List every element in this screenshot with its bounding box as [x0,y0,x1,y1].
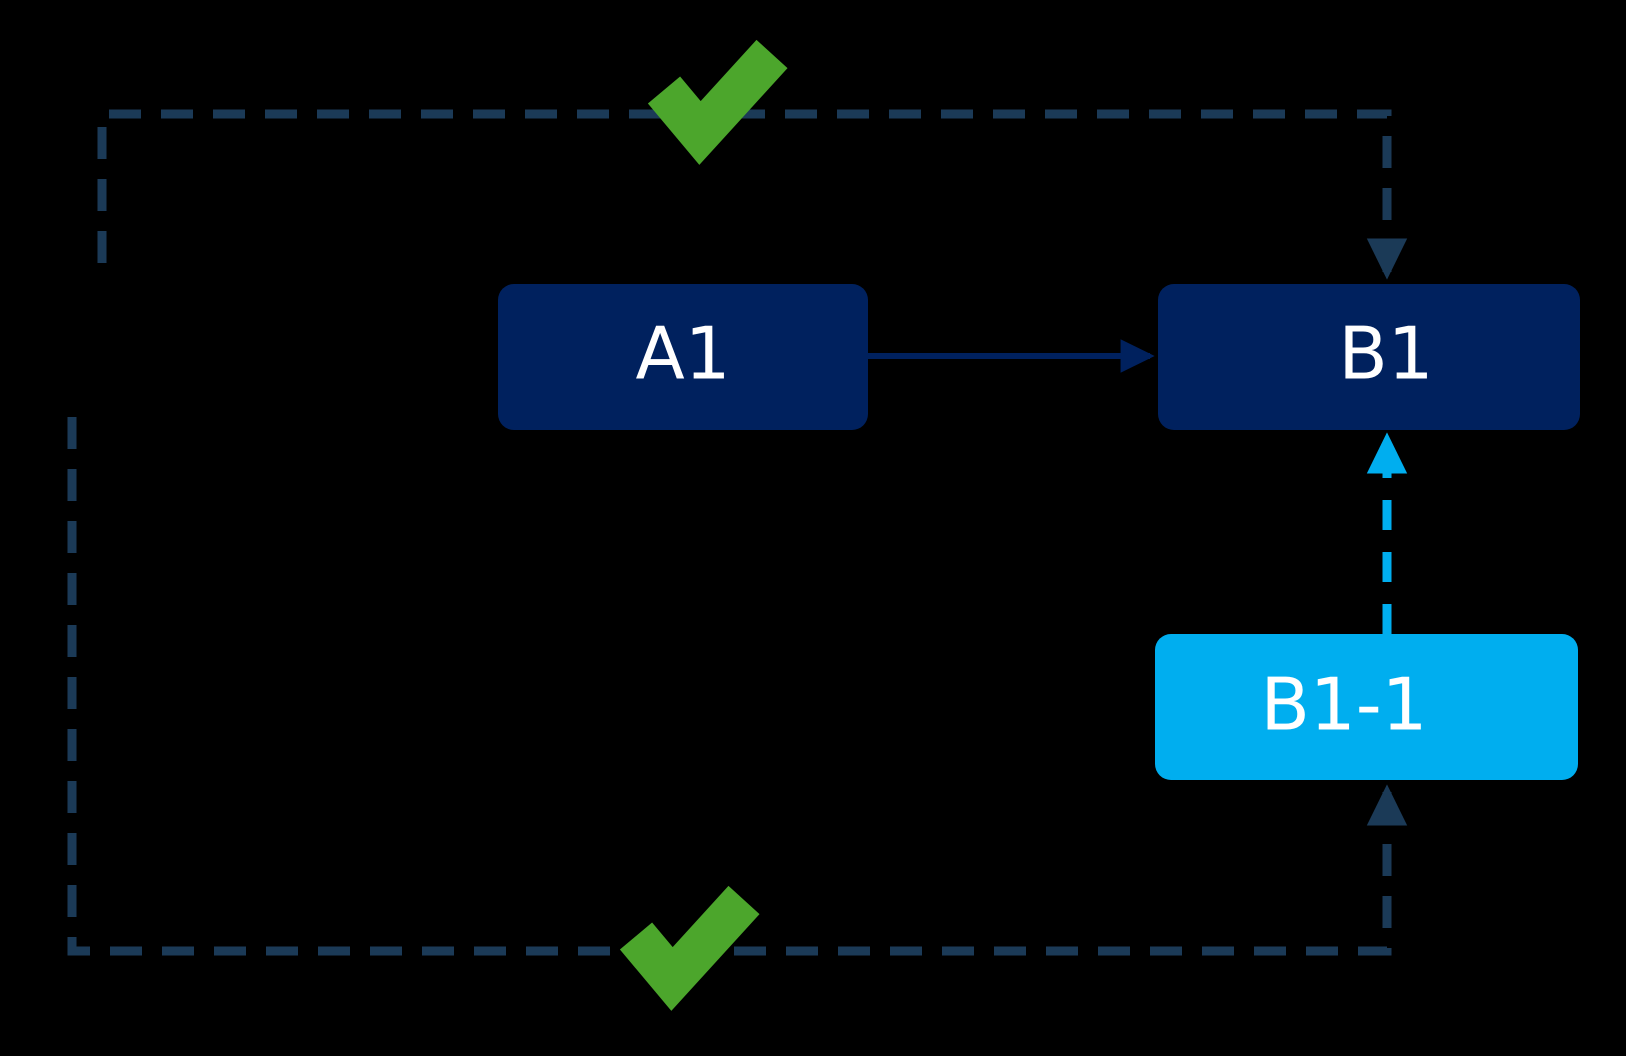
node-a1-shape[interactable] [498,284,868,430]
node-a1[interactable]: A1 [498,284,868,430]
edge-group-bottom-to-b1-1[interactable] [67,417,1408,956]
check-markers-layer [619,39,788,1011]
group-edges-layer [67,109,1408,956]
node-b1-1-shape[interactable] [1155,634,1578,780]
node-a1-label: A1 [635,312,730,396]
nodes-layer: A1 B1 B1-1 [498,284,1580,780]
node-b1[interactable]: B1 [1158,284,1580,430]
node-b1-label: B1 [1338,312,1433,396]
node-b1-shape[interactable] [1158,284,1580,430]
edge-group-top-to-b1[interactable] [97,109,1408,280]
check-icon-bottom [619,885,760,1011]
check-icon-top [647,39,788,165]
node-b1-1-label: B1-1 [1261,663,1428,747]
node-b1-1[interactable]: B1-1 [1155,634,1578,780]
